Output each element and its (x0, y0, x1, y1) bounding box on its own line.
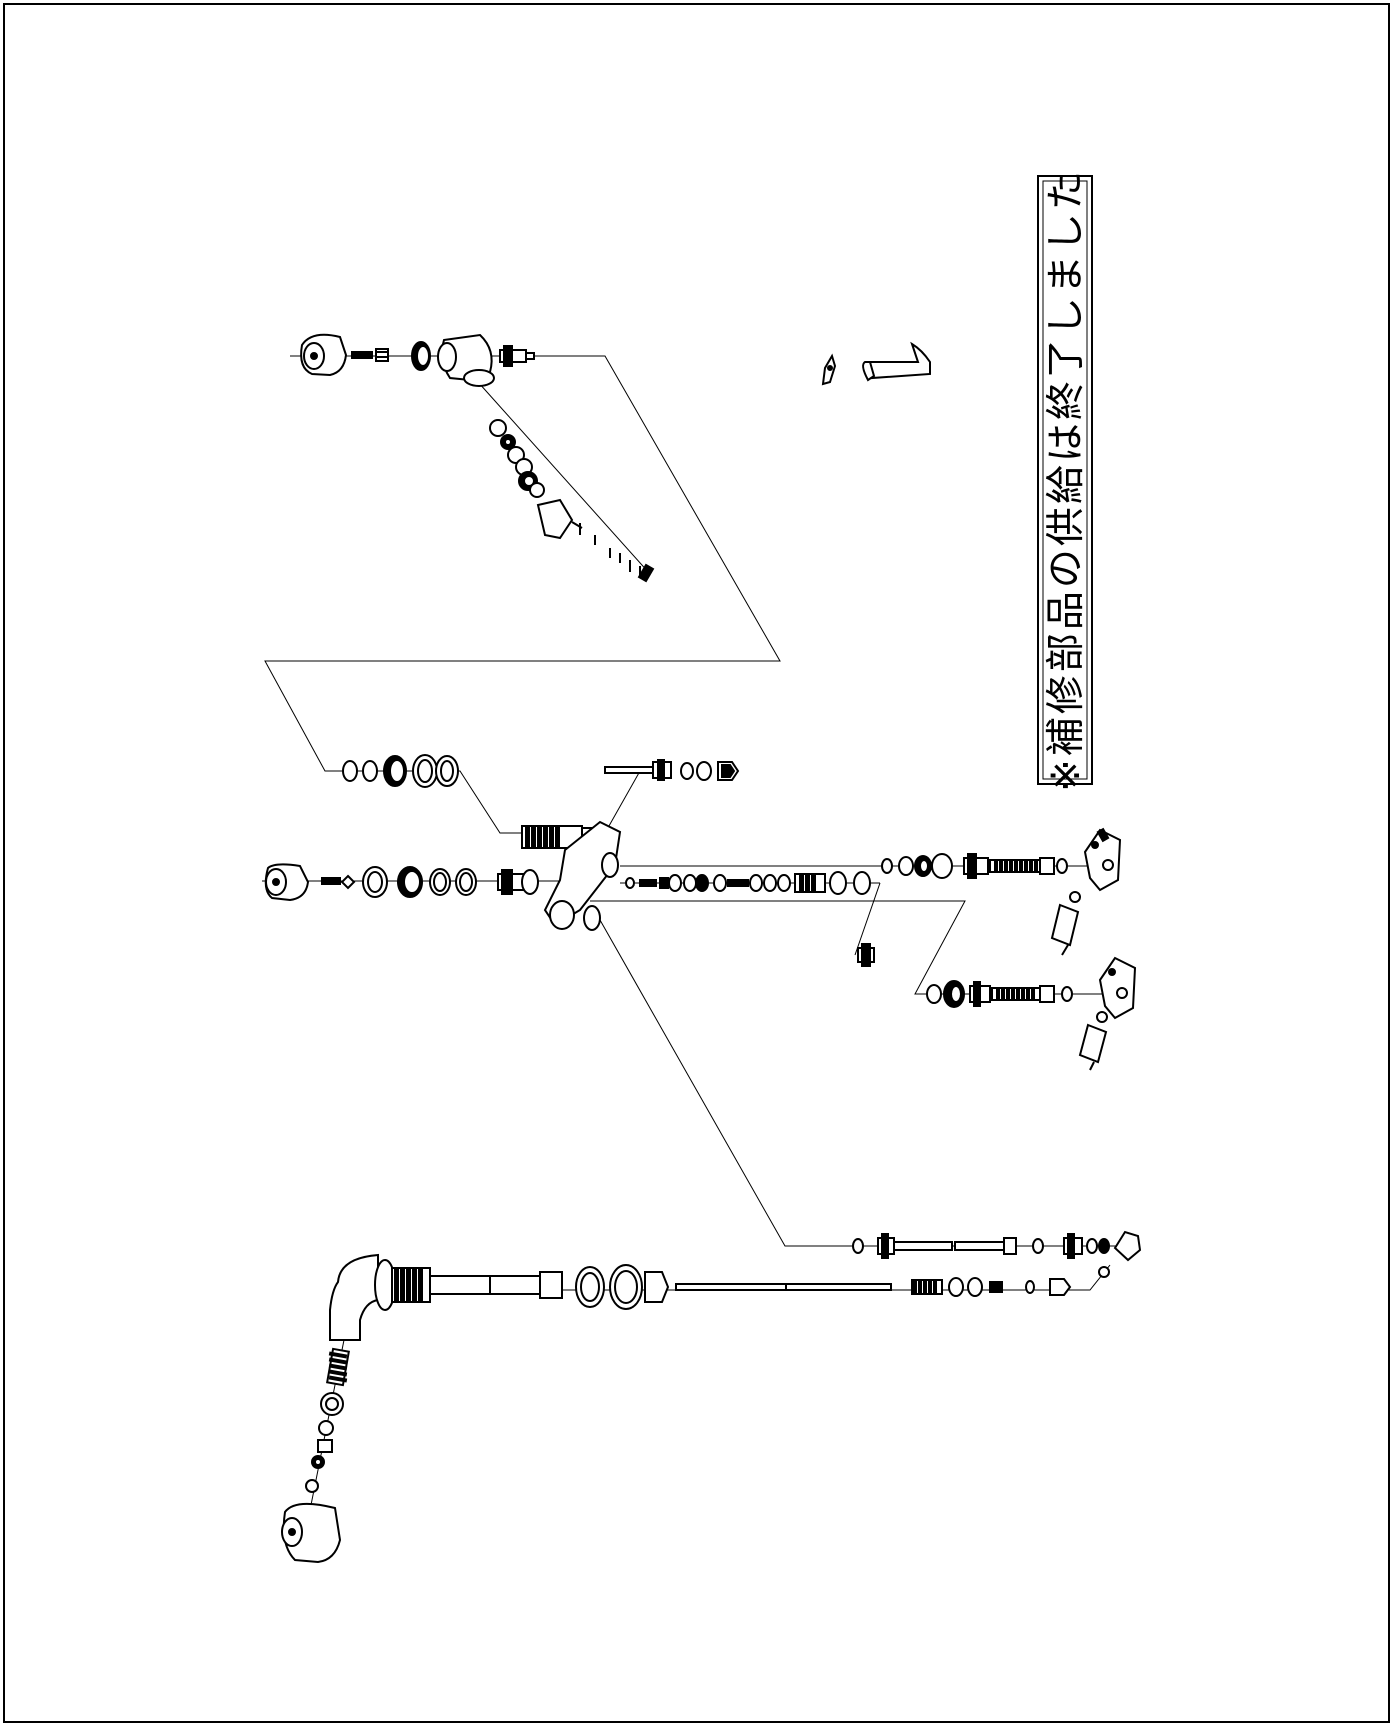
leader-lines (262, 355, 1130, 1561)
mixing-valve-block (521, 820, 622, 931)
drawing-frame (3, 3, 1390, 1723)
middle-right-stack (625, 871, 871, 895)
spout-diagonal-stack (281, 1347, 350, 1564)
discontinued-notice: ※補修部品の供給は終了しました (1037, 168, 1093, 792)
upper-diagonal-stack (489, 419, 655, 583)
middle-upper-washers (342, 754, 459, 788)
lower-hot-side-stack (926, 956, 1137, 1071)
faucet-handle-icon (281, 1502, 342, 1564)
faucet-handle-icon (264, 863, 310, 902)
small-screw (857, 943, 875, 967)
elbow-spout-icon (329, 1253, 1072, 1341)
hot-side-stack (881, 827, 1122, 956)
upper-handle-assembly (300, 333, 535, 387)
middle-left-handle-assembly (264, 863, 539, 902)
valve-body-icon (1098, 956, 1137, 1020)
valve-body-icon (437, 333, 495, 387)
cartridge-rod (604, 759, 740, 781)
hex-wrench-icon (821, 341, 931, 386)
notice-text: ※補修部品の供給は終了しました (1044, 168, 1089, 792)
faucet-handle-icon (300, 333, 348, 377)
valve-body-icon (1083, 827, 1122, 892)
spout-hose-assembly (852, 1230, 1142, 1278)
